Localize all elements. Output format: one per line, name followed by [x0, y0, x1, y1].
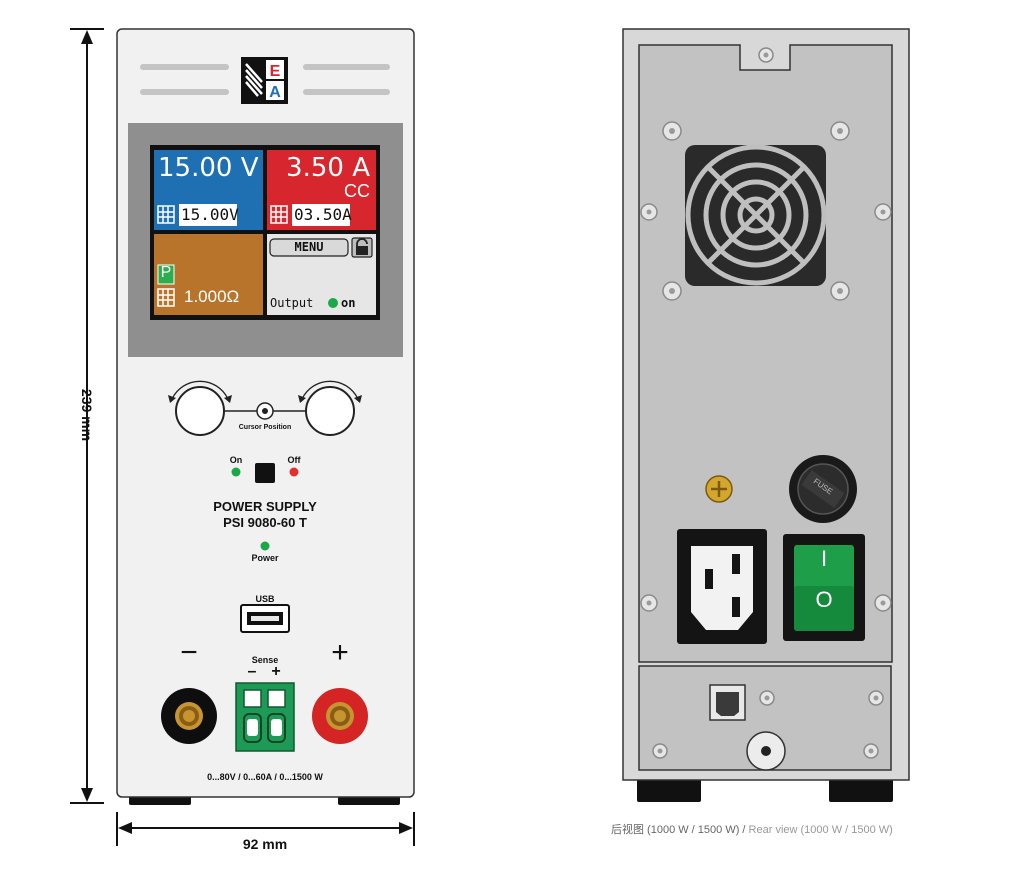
ratings-label: 0...80V / 0...60A / 0...1500 W: [207, 772, 323, 782]
height-dimension-label: 239 mm: [79, 388, 95, 442]
svg-text:A: A: [269, 84, 281, 101]
fuse-holder[interactable]: [789, 455, 857, 523]
svg-text:E: E: [270, 63, 281, 80]
plus-symbol: +: [331, 636, 349, 669]
cursor-position-button[interactable]: [256, 402, 274, 420]
power-mode-badge: P: [160, 264, 172, 281]
output-state: on: [341, 296, 356, 310]
caption-cn: 后视图 (1000 W / 1500 W): [611, 824, 740, 836]
analog-connector[interactable]: [746, 731, 786, 771]
output-led: [328, 298, 338, 308]
product-model: PSI 9080-60 T: [223, 515, 307, 530]
caption-separator: /: [739, 824, 749, 836]
height-dimension: [70, 28, 104, 804]
power-mode-badge-bg: [157, 264, 175, 285]
left-knob[interactable]: [175, 386, 225, 436]
power-label: Power: [251, 553, 279, 563]
rear-screws: [640, 47, 892, 759]
regulation-mode: CC: [344, 181, 370, 201]
front-vents: [140, 64, 390, 95]
width-dimension: [116, 812, 415, 846]
ground-screw: [705, 475, 733, 503]
negative-terminal[interactable]: [161, 688, 217, 744]
sense-connector[interactable]: [235, 682, 295, 752]
rear-view-caption: 后视图 (1000 W / 1500 W) / Rear view (1000 …: [611, 821, 893, 837]
width-dimension-label: 92 mm: [242, 836, 288, 852]
power-switch[interactable]: [783, 534, 865, 641]
on-led: [231, 467, 241, 477]
usb-port[interactable]: [240, 604, 290, 633]
output-label: Output: [270, 296, 314, 310]
switch-off-mark: O: [815, 587, 833, 612]
rotation-arrowheads: [168, 395, 362, 403]
off-label: Off: [287, 455, 301, 465]
ac-inlet[interactable]: [677, 529, 767, 644]
right-knob[interactable]: [305, 386, 355, 436]
product-line-1: POWER SUPPLY: [213, 499, 317, 514]
width-arrow-left: [118, 822, 132, 834]
rear-feet: [637, 776, 893, 802]
voltage-set-value[interactable]: 15.00V: [181, 205, 239, 224]
width-arrow-right: [399, 822, 413, 834]
ea-logo: E A: [241, 57, 288, 104]
sense-label: Sense: [251, 655, 279, 665]
switch-on-mark: I: [820, 546, 828, 571]
height-arrow-bottom: [81, 788, 93, 802]
resistance-set-value[interactable]: 1.000Ω: [184, 287, 240, 306]
current-set-box: [292, 204, 350, 226]
height-arrow-top: [81, 30, 93, 44]
voltage-actual: 15.00 V: [158, 153, 259, 183]
menu-button-bg: [269, 238, 349, 257]
menu-button[interactable]: MENU: [294, 240, 324, 254]
fan-grille: [685, 144, 827, 286]
positive-terminal[interactable]: [312, 688, 368, 744]
sense-plus: +: [271, 663, 281, 680]
current-actual: 3.50 A: [286, 153, 370, 183]
keypad-icons: [157, 205, 288, 307]
current-set-value[interactable]: 03.50A: [294, 205, 352, 224]
usb-label: USB: [255, 594, 275, 604]
cursor-position-caption: Cursor Position: [238, 424, 292, 431]
usb-b-port[interactable]: [709, 684, 746, 721]
caption-en: Rear view (1000 W / 1500 W): [748, 824, 893, 836]
voltage-set-box: [179, 204, 237, 226]
lock-icon: [356, 238, 368, 255]
minus-symbol: −: [180, 636, 198, 669]
power-led: [260, 541, 270, 551]
rotation-arrows: [171, 380, 359, 400]
sense-minus: –: [247, 663, 257, 680]
on-label: On: [229, 455, 243, 465]
output-toggle-button[interactable]: [255, 463, 275, 483]
off-led: [289, 467, 299, 477]
